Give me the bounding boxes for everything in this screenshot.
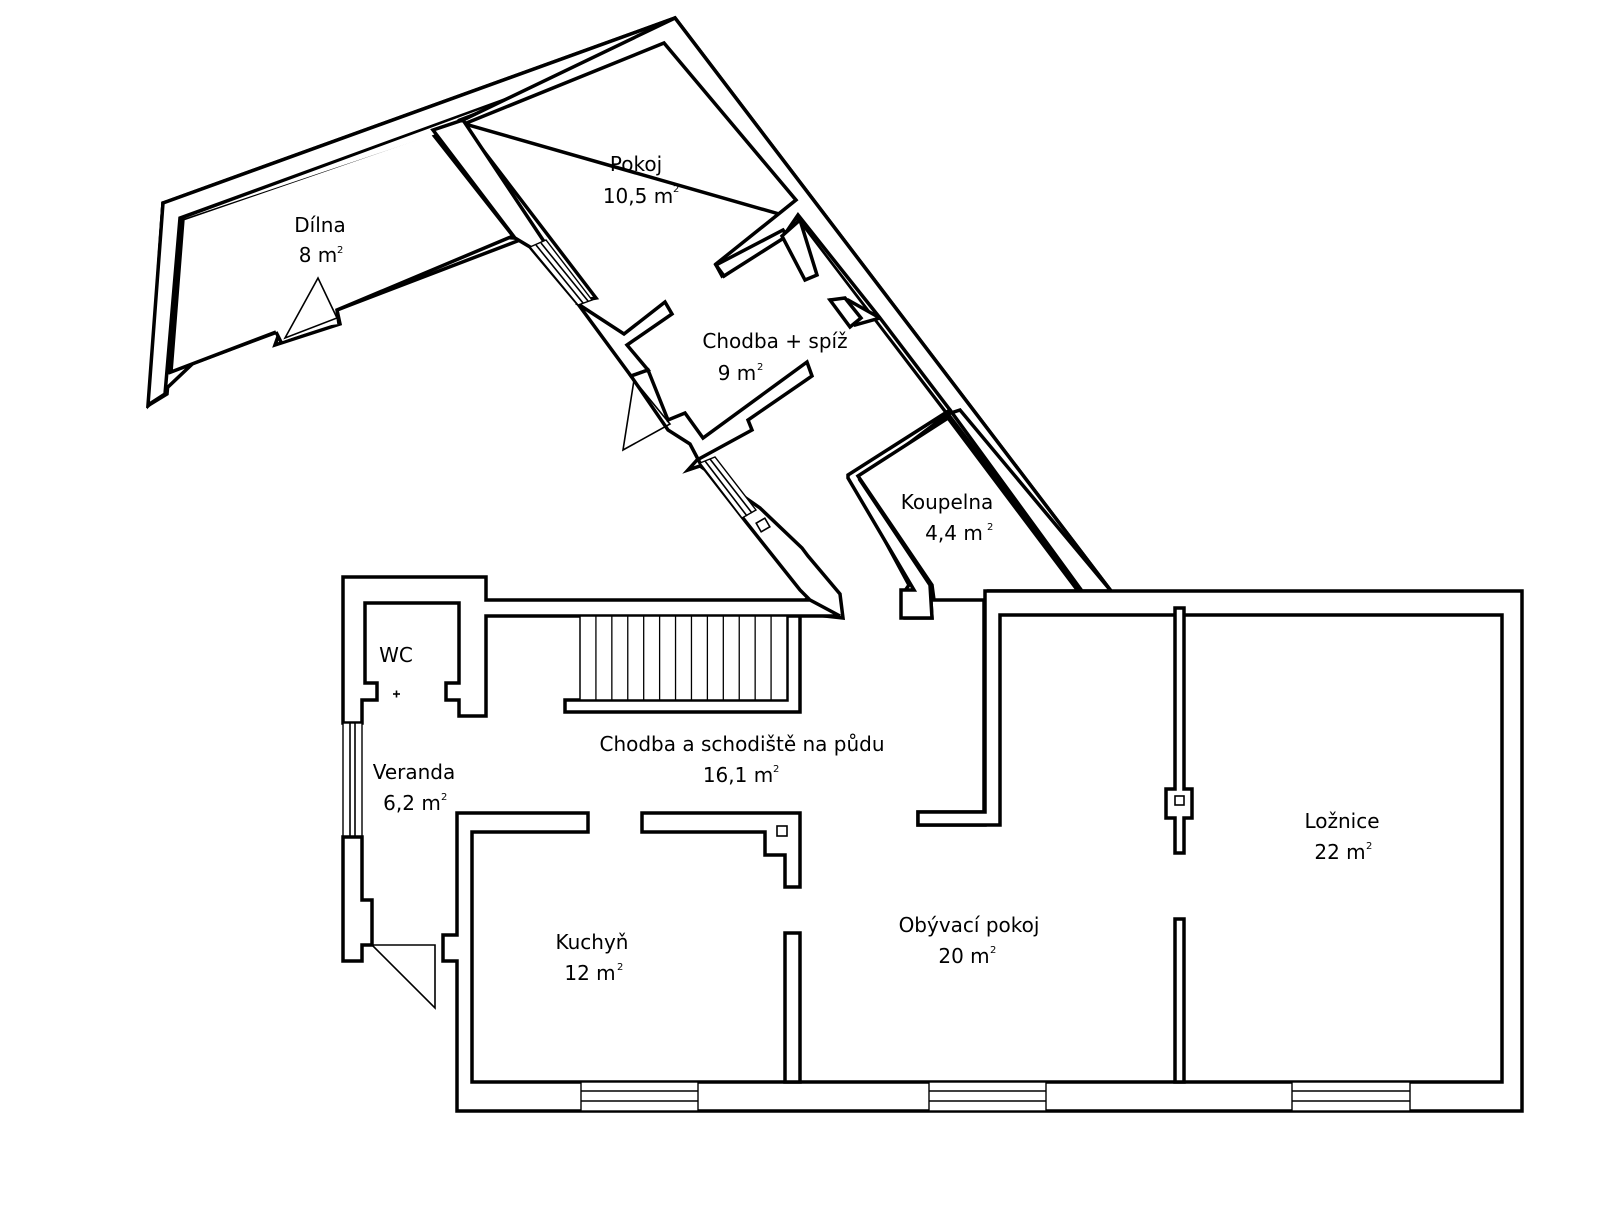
room-label-wc: WC	[379, 643, 413, 667]
room-area-sup: 2	[1366, 841, 1372, 852]
room-area: 8 m	[299, 243, 338, 267]
room-name: Chodba a schodiště na půdu	[599, 732, 884, 756]
room-area: 6,2 m	[383, 791, 441, 815]
room-area: 16,1 m	[703, 763, 773, 787]
room-area: 22 m	[1314, 840, 1365, 864]
dilna-door-swing	[283, 276, 339, 340]
south-outer-wall	[441, 589, 1524, 1113]
obyvaci-loznice-wall-top	[1164, 606, 1194, 855]
room-name: Chodba + spíž	[702, 329, 847, 353]
room-area-sup: 2	[441, 792, 447, 803]
wc-veranda-wall	[341, 575, 841, 725]
window-chodba	[698, 456, 758, 519]
room-area: 9 m	[718, 361, 757, 385]
room-name: Ložnice	[1304, 809, 1379, 833]
chimney-living	[1174, 795, 1185, 806]
room-label-loznice: Ložnice 22 m 2	[1304, 809, 1379, 864]
room-label-veranda: Veranda 6,2 m 2	[373, 760, 456, 815]
room-label-dilna: Dílna 8 m 2	[294, 213, 345, 267]
room-label-koupelna: Koupelna 4,4 m 2	[901, 490, 994, 545]
room-area: 10,5 m	[603, 184, 673, 208]
room-label-chodba-schodiste: Chodba a schodiště na půdu 16,1 m 2	[599, 732, 884, 787]
room-name: Veranda	[373, 760, 456, 784]
kuchyn-obyvaci-wall	[783, 931, 802, 1084]
room-label-chodba-spiz: Chodba + spíž 9 m 2	[702, 329, 847, 385]
room-area: 4,4 m	[925, 521, 983, 545]
window-kuchyn	[580, 1081, 699, 1112]
room-area-sup: 2	[990, 945, 996, 956]
room-area-sup: 2	[757, 362, 763, 373]
room-area-sup: 2	[617, 962, 623, 973]
chimney-north	[755, 517, 771, 533]
window-obyvaci	[928, 1081, 1047, 1112]
room-label-kuchyn: Kuchyň 12 m 2	[556, 930, 629, 985]
room-name: Koupelna	[901, 490, 994, 514]
room-area-sup: 2	[337, 245, 343, 256]
veranda-west-wall	[341, 835, 374, 963]
room-area-sup: 2	[773, 764, 779, 775]
room-area: 12 m	[564, 961, 615, 985]
chimney-kitchen	[776, 825, 788, 837]
room-label-pokoj: Pokoj 10,5 m 2	[603, 152, 680, 208]
stair-treads	[595, 616, 772, 700]
wc-marker	[393, 690, 400, 698]
veranda-window	[342, 722, 363, 838]
room-name: Pokoj	[610, 152, 662, 176]
room-name: WC	[379, 643, 413, 667]
chodba-west-wall	[628, 359, 846, 620]
room-name: Obývací pokoj	[899, 913, 1040, 937]
room-name: Dílna	[294, 213, 345, 237]
window-loznice	[1291, 1081, 1411, 1112]
kuchyn-north-wall	[640, 811, 802, 889]
obyvaci-loznice-wall-bottom	[1173, 917, 1186, 1084]
spiz-wall-2	[779, 216, 820, 283]
room-area-sup: 2	[673, 184, 679, 195]
room-area-sup: 2	[987, 522, 993, 533]
room-label-obyvaci: Obývací pokoj 20 m 2	[899, 913, 1040, 968]
room-name: Kuchyň	[556, 930, 629, 954]
stair	[579, 615, 788, 701]
room-area: 20 m	[938, 944, 989, 968]
spiz-wall-3	[826, 296, 864, 330]
window-dilna-pokoj	[528, 239, 594, 306]
chodba-door-swing	[621, 378, 672, 452]
veranda-door-swing	[370, 944, 436, 1010]
